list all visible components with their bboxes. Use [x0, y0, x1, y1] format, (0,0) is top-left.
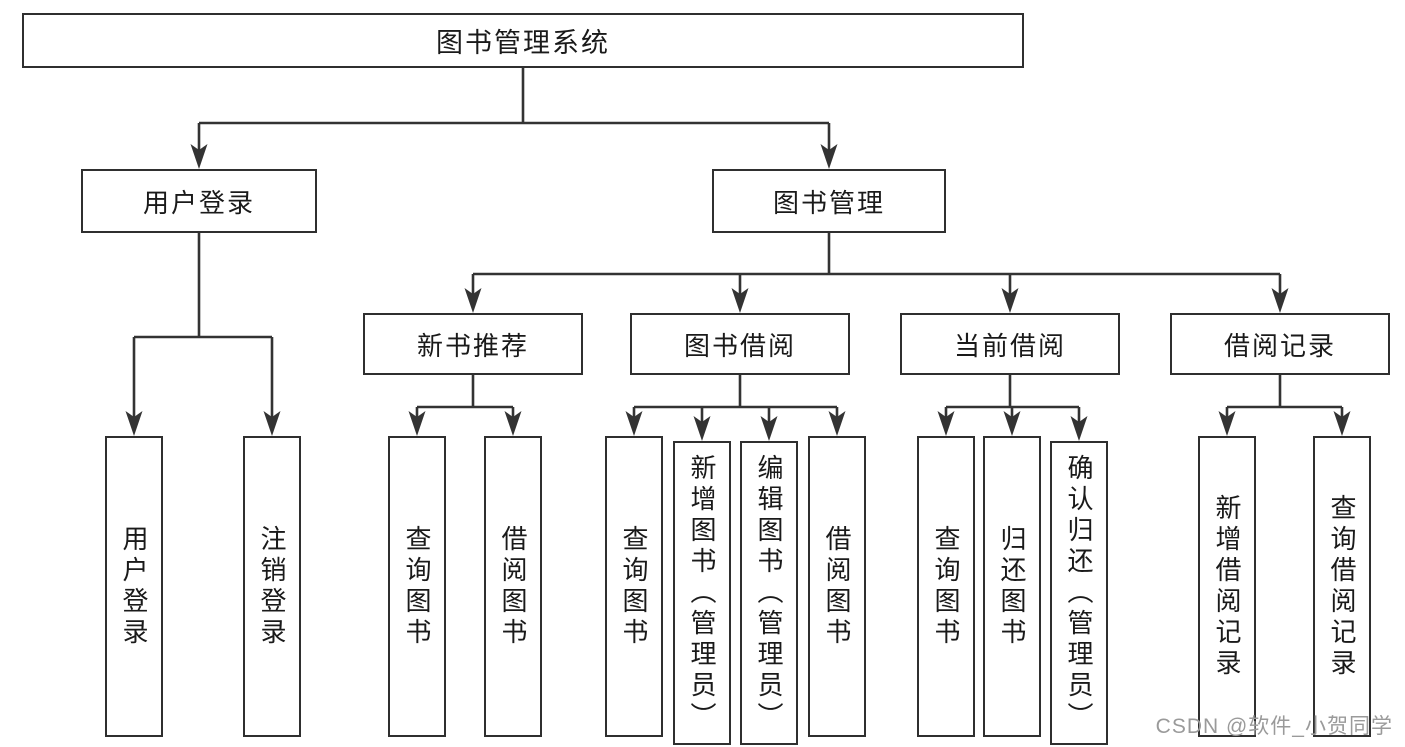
node-book-borrowing: 图书借阅	[630, 313, 850, 375]
node-book-management: 图书管理	[712, 169, 946, 233]
leaf-cb-query-books: 查询图书	[917, 436, 975, 737]
node-root: 图书管理系统	[22, 13, 1024, 68]
leaf-bb-borrow-books: 借阅图书	[808, 436, 866, 737]
node-new-book-recommend: 新书推荐	[363, 313, 583, 375]
leaf-bb-query-books: 查询图书	[605, 436, 663, 737]
node-borrow-records: 借阅记录	[1170, 313, 1390, 375]
leaf-cb-return-books: 归还图书	[983, 436, 1041, 737]
leaf-nbr-borrow-books: 借阅图书	[484, 436, 542, 737]
csdn-watermark: CSDN @软件_小贺同学	[1155, 715, 1393, 738]
leaf-bb-add-books-admin: 新增图书（管理员）	[673, 441, 731, 745]
leaf-logout: 注销登录	[243, 436, 301, 737]
leaf-user-login: 用户登录	[105, 436, 163, 737]
leaf-br-add-record: 新增借阅记录	[1198, 436, 1256, 737]
node-current-borrowing: 当前借阅	[900, 313, 1120, 375]
leaf-cb-confirm-return-admin: 确认归还（管理员）	[1050, 441, 1108, 745]
leaf-br-query-record: 查询借阅记录	[1313, 436, 1371, 737]
node-user-login: 用户登录	[81, 169, 317, 233]
leaf-nbr-query-books: 查询图书	[388, 436, 446, 737]
leaf-bb-edit-books-admin: 编辑图书（管理员）	[740, 441, 798, 745]
